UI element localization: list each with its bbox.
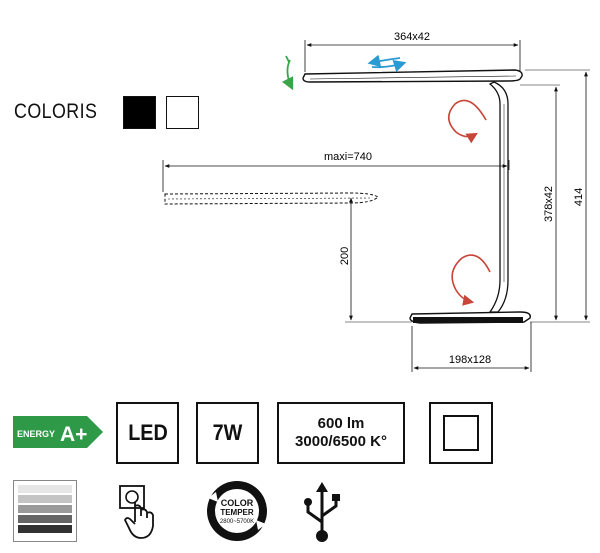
class-box: [429, 402, 493, 464]
color-temp-word1: COLOR: [221, 498, 254, 508]
stand-dimension: 378x42: [520, 84, 560, 323]
lift-dimension: 200: [339, 197, 412, 323]
height-label: 414: [573, 188, 585, 206]
height-dimension: 414: [525, 69, 590, 323]
dimmer-icon: [13, 480, 77, 542]
reach-label: maxi=740: [324, 151, 372, 163]
arm-rotate-bottom-icon: [451, 254, 491, 306]
lift-label: 200: [339, 247, 351, 265]
lumen-temp-box: 600 lm 3000/6500 K°: [277, 402, 405, 464]
lamp-stand: [488, 81, 509, 313]
color-swatch-white: [166, 96, 199, 129]
color-temperature-icon: COLOR TEMPER 2800~5700K: [207, 481, 267, 541]
usb-icon: [304, 482, 340, 542]
energy-label: ENERGY A+: [13, 416, 103, 448]
light-source-box: LED: [116, 402, 179, 464]
lamp-base: [409, 311, 531, 324]
base-label: 198x128: [449, 354, 491, 366]
temperature-value: 3000/6500 K°: [295, 433, 387, 450]
arm-rotate-top-icon: [447, 99, 487, 144]
flux-value: 600 lm: [317, 415, 365, 432]
energy-word: ENERGY: [17, 429, 55, 439]
class-ii-icon: [443, 415, 479, 451]
color-temp-range: 2800~5700K: [220, 519, 254, 525]
reach-dimension: maxi=740: [162, 151, 510, 192]
touch-switch-icon: [119, 485, 154, 539]
stand-label: 378x42: [543, 186, 555, 222]
head-rotate-icon: [367, 54, 407, 73]
base-dimension: 198x128: [411, 322, 532, 372]
color-temp-word2: TEMPER: [220, 508, 254, 517]
color-swatch-black: [123, 96, 156, 129]
energy-class: A+: [60, 423, 87, 446]
light-source-value: LED: [127, 420, 168, 445]
extended-head-outline: [164, 192, 379, 205]
power-value: 7W: [212, 420, 243, 445]
head-width-dimension: 364x42: [304, 31, 521, 72]
lamp-technical-drawing: 364x42 maxi=740: [162, 31, 590, 372]
power-box: 7W: [196, 402, 259, 464]
colors-label: COLORIS: [14, 100, 98, 123]
head-width-label: 364x42: [394, 31, 430, 43]
head-tilt-icon: [281, 55, 294, 91]
lamp-head: [302, 69, 523, 83]
